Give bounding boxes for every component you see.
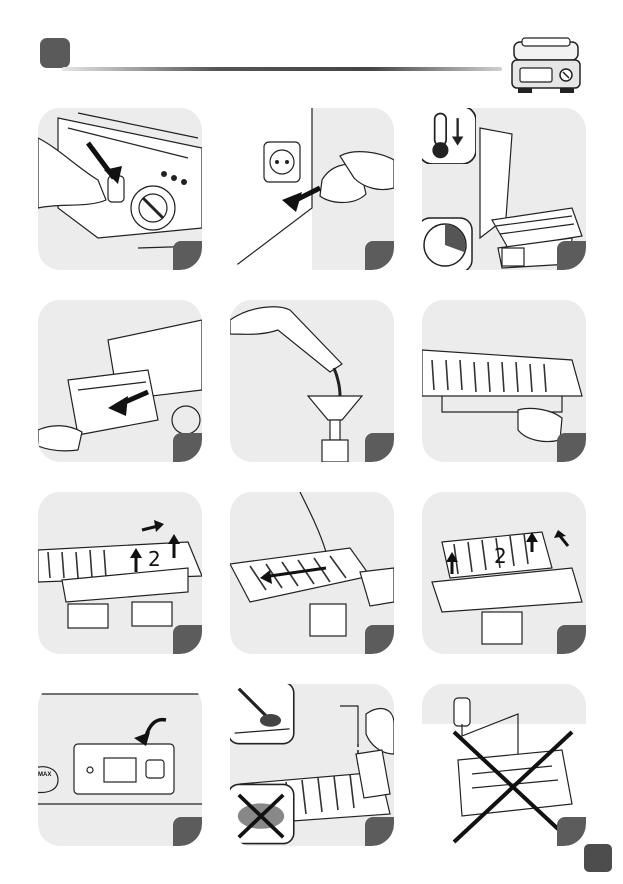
step-panel-2 bbox=[230, 108, 394, 270]
step-panel-8 bbox=[230, 492, 394, 654]
page-number-badge bbox=[584, 844, 612, 872]
step-panel-7: 2 bbox=[38, 492, 202, 654]
section-badge bbox=[40, 38, 70, 68]
max-label: MAX bbox=[38, 772, 51, 778]
step-panel-10: MAX bbox=[38, 684, 202, 846]
step-label: 2 bbox=[494, 544, 507, 568]
step-panel-3 bbox=[422, 108, 586, 270]
header-rule bbox=[62, 67, 502, 71]
timer-icon bbox=[422, 214, 476, 270]
no-abrasive-sponge-icon bbox=[230, 780, 298, 846]
step-panel-9: 2 bbox=[422, 492, 586, 654]
step-panel-6 bbox=[422, 300, 586, 462]
step-panel-4 bbox=[38, 300, 202, 462]
step-panel-1 bbox=[38, 108, 202, 270]
grill-appliance-icon bbox=[508, 36, 584, 96]
step-panel-11 bbox=[230, 684, 394, 846]
thermometer-icon bbox=[422, 108, 476, 164]
step-panel-12 bbox=[422, 684, 586, 846]
step-panel-5 bbox=[230, 300, 394, 462]
step-label: 2 bbox=[148, 547, 161, 571]
brush-inset-icon bbox=[230, 684, 298, 748]
